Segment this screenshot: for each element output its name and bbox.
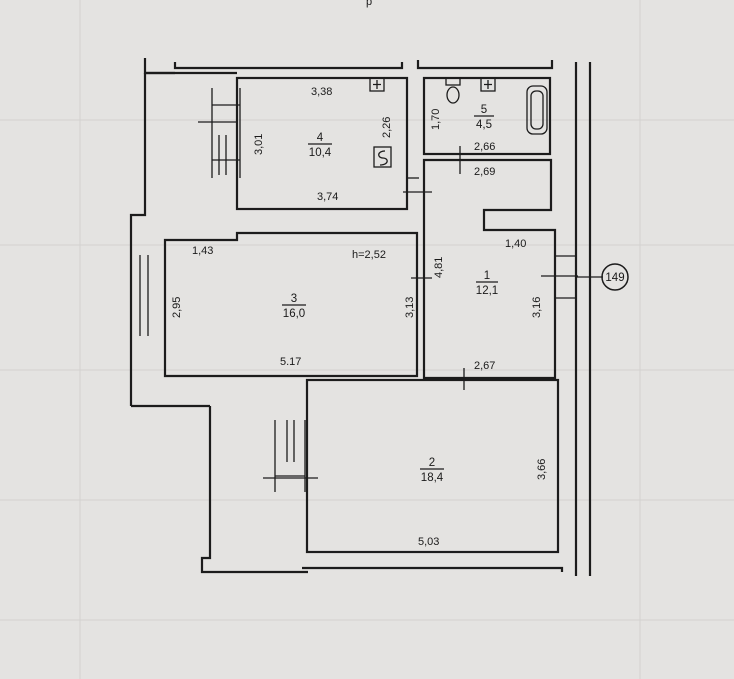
dim-r1-top: 2,69 bbox=[474, 166, 495, 178]
header-fragment: р bbox=[366, 0, 372, 8]
dim-r4-bottom: 3,74 bbox=[317, 191, 338, 203]
dim-r3-right: 3,13 bbox=[404, 297, 416, 318]
room-3-area: 16,0 bbox=[283, 308, 305, 320]
flue-icon bbox=[373, 146, 392, 168]
dim-r5-bottom: 2,66 bbox=[474, 141, 495, 153]
room-3-number: 3 bbox=[291, 293, 297, 305]
dim-r1-bottom: 2,67 bbox=[474, 360, 495, 372]
dim-r5-left: 1,70 bbox=[430, 109, 442, 130]
dim-r2-right: 3,66 bbox=[536, 459, 548, 480]
dim-r4-top: 3,38 bbox=[311, 86, 332, 98]
windows bbox=[139, 88, 577, 492]
dim-r1-left: 4,81 bbox=[433, 257, 445, 278]
building-number: 149 bbox=[605, 272, 624, 284]
room-4-area: 10,4 bbox=[309, 147, 332, 159]
fixtures bbox=[369, 77, 548, 168]
room-5-area: 4,5 bbox=[476, 119, 492, 131]
room-4-number: 4 bbox=[317, 132, 324, 144]
room-5-number: 5 bbox=[481, 104, 487, 116]
toilet-icon bbox=[445, 77, 461, 86]
dim-r1-right-top: 1,40 bbox=[505, 238, 526, 250]
room-1-area: 12,1 bbox=[476, 285, 498, 297]
building-number-circle bbox=[601, 263, 629, 291]
dim-r4-inner: 2,26 bbox=[381, 117, 393, 138]
dim-r1-right: 3,16 bbox=[531, 297, 543, 318]
dim-r3-top: 1,43 bbox=[192, 245, 213, 257]
height-label: h=2,52 bbox=[352, 249, 386, 261]
room-1-number: 1 bbox=[484, 270, 490, 282]
dim-r3-left: 2,95 bbox=[171, 297, 183, 318]
walls bbox=[129, 58, 592, 576]
dim-r3-bottom: 5.17 bbox=[280, 356, 301, 368]
room-2-area: 18,4 bbox=[421, 472, 444, 484]
stove-icon bbox=[369, 77, 385, 92]
dim-r4-left: 3,01 bbox=[253, 134, 265, 155]
bathtub-icon bbox=[526, 85, 548, 135]
room-2-number: 2 bbox=[429, 457, 435, 469]
door-marks bbox=[198, 121, 578, 479]
dim-r2-bottom: 5,03 bbox=[418, 536, 439, 548]
